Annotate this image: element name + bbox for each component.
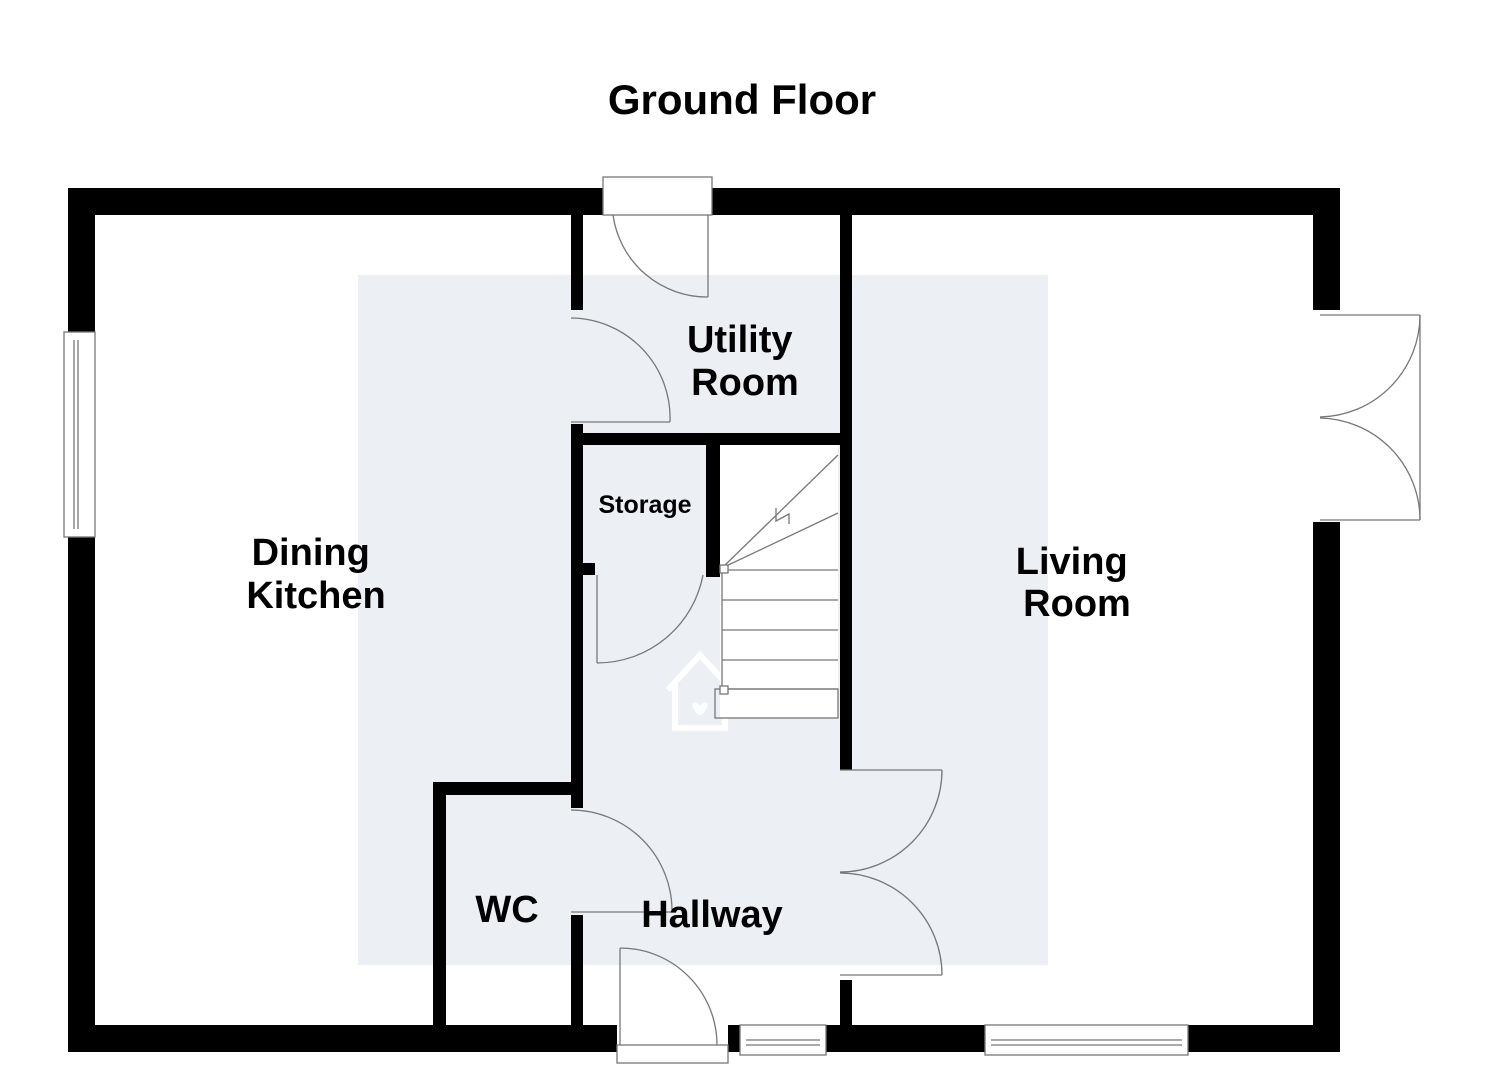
label-wc: WC <box>475 889 538 931</box>
label-hallway: Hallway <box>641 894 783 936</box>
door-front <box>616 947 729 1064</box>
door-living-double <box>839 769 943 976</box>
plan-title: Ground Floor <box>608 76 876 123</box>
french-doors <box>1319 314 1421 521</box>
door-utility-back <box>602 176 713 298</box>
label-dining-kitchen: Dining Kitchen <box>246 532 385 617</box>
door-kitchen-utility <box>570 317 671 423</box>
walls <box>68 188 1340 1052</box>
label-utility-room: Utility Room <box>687 319 803 404</box>
window-bottom-living <box>984 1024 1189 1056</box>
door-storage <box>596 574 704 664</box>
label-storage: Storage <box>598 491 691 519</box>
window-bottom-small <box>739 1024 827 1056</box>
staircase <box>714 445 839 719</box>
label-living-room: Living Room <box>1016 541 1138 625</box>
window-left <box>63 331 96 538</box>
door-wc <box>570 809 673 913</box>
watermark-panel <box>358 275 1048 965</box>
